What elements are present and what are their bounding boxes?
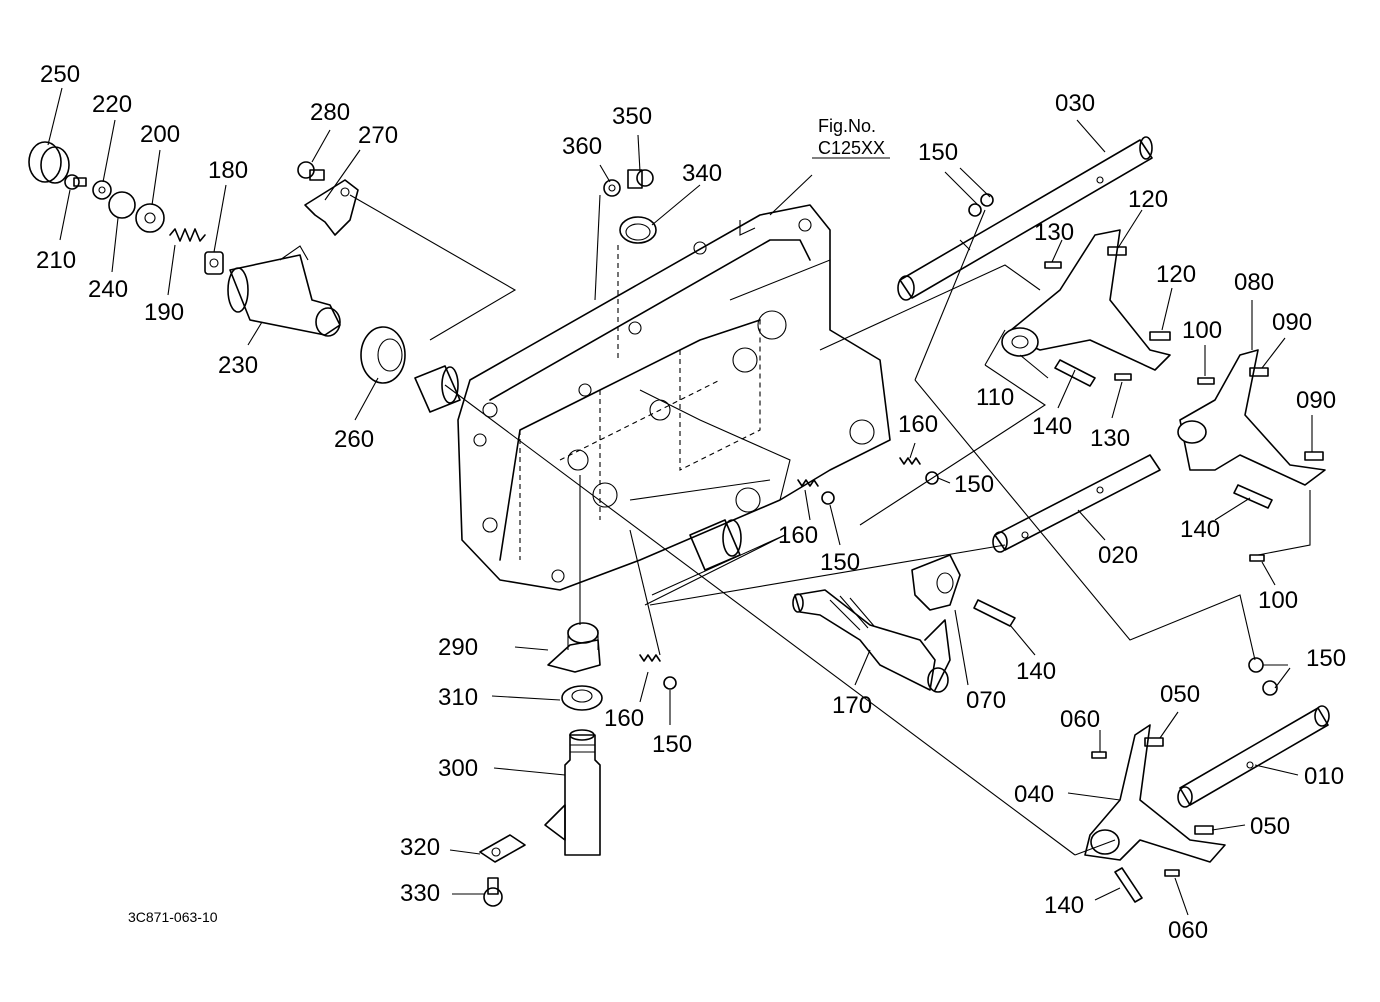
- callout-label: 170: [832, 692, 872, 719]
- fig-code: C125XX: [818, 138, 885, 158]
- figure-reference: Fig.No. C125XX 3C871-063-10: [128, 116, 885, 925]
- shaft-010: [1177, 705, 1330, 808]
- shaft-020: [992, 454, 1161, 553]
- callout-label: 120: [1128, 186, 1168, 213]
- callout-label: 210: [36, 247, 76, 274]
- ring-250: [28, 141, 70, 184]
- callout-label: 310: [438, 684, 478, 711]
- shaft-030: [897, 136, 1153, 301]
- seal-340: [619, 216, 657, 244]
- circlip-240: [108, 191, 136, 219]
- callout-label: 320: [400, 834, 440, 861]
- pins-120-130-140: [1044, 246, 1171, 387]
- callout-label: 160: [604, 705, 644, 732]
- callout-label: 230: [218, 352, 258, 379]
- callout-label: 150: [918, 139, 958, 166]
- lever-290: [547, 622, 601, 673]
- callout-label: 010: [1304, 763, 1344, 790]
- callout-label: 150: [954, 471, 994, 498]
- bolt-280: [297, 161, 325, 181]
- callout-labels: 250 220 200 210 240 190 180 230 280 270 …: [36, 61, 1346, 944]
- callout-label: 130: [1034, 219, 1074, 246]
- bearing-310: [561, 685, 603, 711]
- callout-label: 050: [1250, 813, 1290, 840]
- callout-label: 090: [1296, 387, 1336, 414]
- callout-label: 160: [778, 522, 818, 549]
- callout-label: 030: [1055, 90, 1095, 117]
- pin-140-c: [973, 599, 1016, 627]
- bushing-260b: [414, 365, 461, 413]
- spring-190: [169, 228, 206, 242]
- callout-label: 190: [144, 299, 184, 326]
- callout-label: 100: [1182, 317, 1222, 344]
- callout-label: 340: [682, 160, 722, 187]
- callout-label: 080: [1234, 269, 1274, 296]
- callout-label: 070: [966, 687, 1006, 714]
- fork-110: [1001, 229, 1171, 371]
- callout-label: 220: [92, 91, 132, 118]
- washer-220: [92, 180, 112, 200]
- plate-180: [204, 251, 224, 275]
- callout-label: 150: [1306, 645, 1346, 672]
- balls-150-shaft010: [1248, 657, 1278, 696]
- callout-label: 330: [400, 880, 440, 907]
- callout-label: 260: [334, 426, 374, 453]
- callout-label: 270: [358, 122, 398, 149]
- bolt-350: [627, 169, 654, 189]
- callout-label: 060: [1060, 706, 1100, 733]
- bolt-330: [483, 877, 503, 907]
- spring-160-a: [899, 457, 939, 485]
- callout-label: 140: [1044, 892, 1084, 919]
- callout-label: 100: [1258, 587, 1298, 614]
- fork-080: [1177, 349, 1326, 509]
- callout-label: 180: [208, 157, 248, 184]
- shaft-170: [792, 589, 951, 693]
- callout-label: 020: [1098, 542, 1138, 569]
- callout-label: 050: [1160, 681, 1200, 708]
- callout-label: 090: [1272, 309, 1312, 336]
- callout-leaders: [47, 87, 1313, 916]
- shift-housing: [457, 204, 891, 591]
- callout-label: 130: [1090, 425, 1130, 452]
- drawing-code: 3C871-063-10: [128, 909, 218, 925]
- lever-270: [304, 179, 359, 236]
- spring-160-c: [639, 654, 677, 690]
- washer-200: [135, 203, 165, 233]
- spring-160-b: [797, 479, 835, 505]
- case-230: [227, 245, 341, 337]
- seal-260: [360, 326, 406, 384]
- callout-label: 280: [310, 99, 350, 126]
- balls-150-shaft030: [968, 193, 994, 217]
- callout-label: 250: [40, 61, 80, 88]
- callout-label: 140: [1016, 658, 1056, 685]
- callout-label: 140: [1032, 413, 1072, 440]
- callout-label: 360: [562, 133, 602, 160]
- callout-label: 140: [1180, 516, 1220, 543]
- callout-label: 120: [1156, 261, 1196, 288]
- callout-label: 160: [898, 411, 938, 438]
- fig-label: Fig.No.: [818, 116, 876, 136]
- assembly-lines: [349, 157, 1311, 856]
- callout-label: 350: [612, 103, 652, 130]
- callout-label: 040: [1014, 781, 1054, 808]
- callout-label: 110: [976, 384, 1014, 411]
- plate-320: [479, 834, 526, 863]
- callout-label: 200: [140, 121, 180, 148]
- callout-label: 300: [438, 755, 478, 782]
- arm-070: [911, 554, 961, 611]
- callout-label: 290: [438, 634, 478, 661]
- washer-360: [603, 179, 621, 197]
- bolt-210: [64, 174, 87, 190]
- callout-label: 150: [652, 731, 692, 758]
- pin-100: [1197, 377, 1265, 562]
- shaft-300: [544, 729, 601, 856]
- fork-040: [1084, 724, 1226, 903]
- callout-label: 060: [1168, 917, 1208, 944]
- callout-label: 150: [820, 549, 860, 576]
- callout-label: 240: [88, 276, 128, 303]
